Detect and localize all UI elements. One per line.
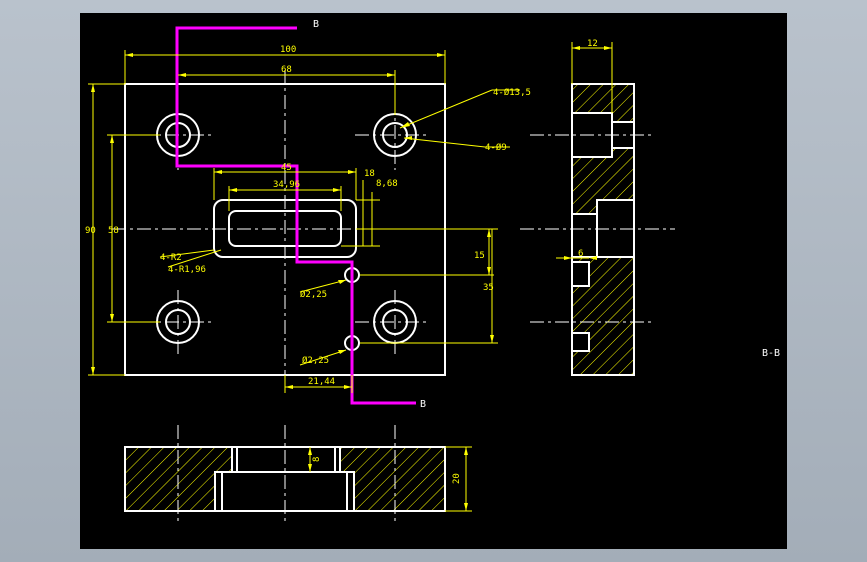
bottom-arrowheads xyxy=(308,447,468,511)
dim-90: 90 xyxy=(85,226,96,236)
front-arrowheads xyxy=(91,53,494,389)
dim-58: 58 xyxy=(108,226,119,236)
dim-15: 15 xyxy=(474,251,485,261)
section-view-label: B-B xyxy=(762,348,780,359)
dim-34-96: 34,96 xyxy=(273,180,300,190)
callout-pin-top: Ø2,25 xyxy=(300,289,327,300)
callout-pin-bottom: Ø2,25 xyxy=(302,355,329,366)
callout-counterbore: 4-Ø13,5 xyxy=(493,87,531,98)
side-center-lines xyxy=(520,134,675,323)
bottom-dim-texts: 8 20 xyxy=(312,457,462,484)
front-pocket-inner xyxy=(228,210,342,247)
section-mark-bottom: B xyxy=(420,399,426,410)
front-dimension-texts: 100 68 90 58 45 34,96 18 8,68 4-R2 4-R1,… xyxy=(85,45,531,387)
front-view xyxy=(112,70,460,395)
dim-4-r1-96: 4-R1,96 xyxy=(168,265,206,275)
bottom-section-view: 8 20 xyxy=(124,425,472,525)
dim-8: 8 xyxy=(312,457,322,462)
side-arrowheads xyxy=(564,46,612,260)
callout-through-hole: 4-Ø9 xyxy=(485,142,507,153)
dim-18: 18 xyxy=(364,169,375,179)
section-mark-top: B xyxy=(313,19,319,30)
dim-12: 12 xyxy=(587,39,598,49)
dim-8-68: 8,68 xyxy=(376,179,398,189)
dim-4-r2: 4-R2 xyxy=(160,253,182,263)
dim-35: 35 xyxy=(483,283,494,293)
cad-drawing: B B xyxy=(85,19,780,525)
dim-68: 68 xyxy=(281,65,292,75)
dim-45: 45 xyxy=(281,163,292,173)
side-dim-texts: 12 6 xyxy=(578,39,598,259)
drawing-canvas[interactable]: B B xyxy=(80,13,787,549)
side-section-view: 12 6 B-B xyxy=(520,39,780,376)
bottom-center-lines xyxy=(177,425,396,525)
dim-6: 6 xyxy=(578,249,583,259)
front-dimension-lines xyxy=(88,50,520,393)
dim-100: 100 xyxy=(280,45,296,55)
dim-21-44: 21,44 xyxy=(308,377,335,387)
dim-20: 20 xyxy=(452,473,462,484)
